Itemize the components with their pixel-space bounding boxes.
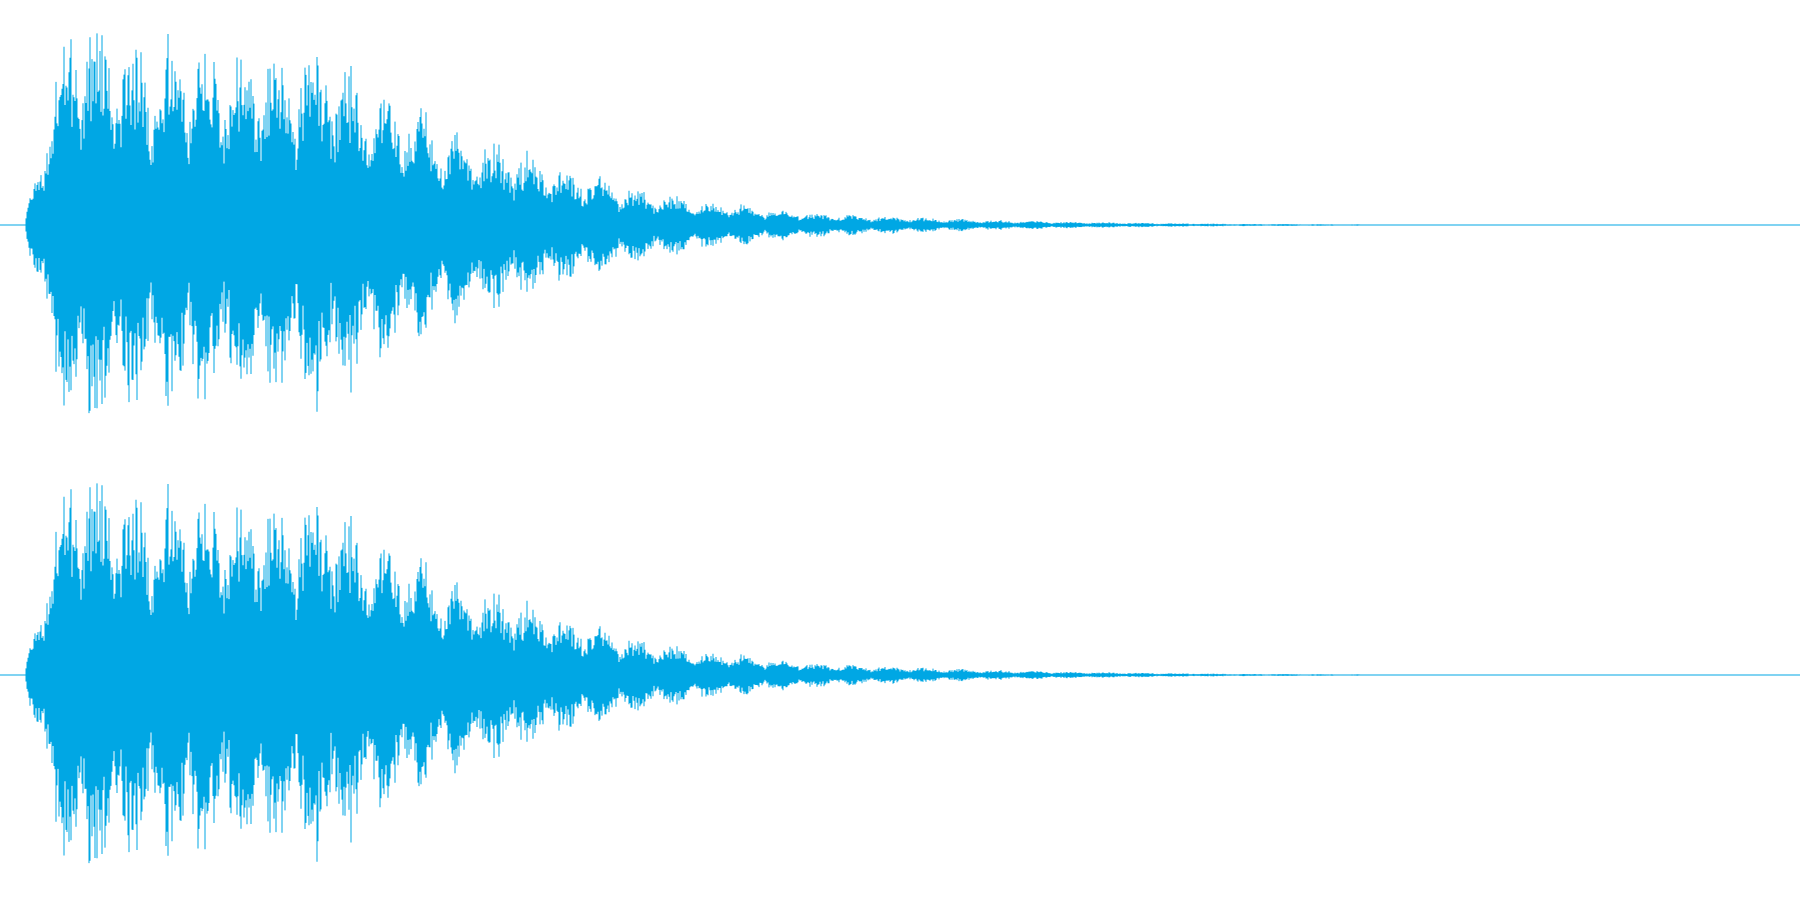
channel-2-waveform xyxy=(25,483,1371,864)
waveform-channel-2 xyxy=(0,483,1800,864)
waveform-channel-1 xyxy=(0,33,1800,414)
channel-1-waveform xyxy=(25,33,1371,414)
